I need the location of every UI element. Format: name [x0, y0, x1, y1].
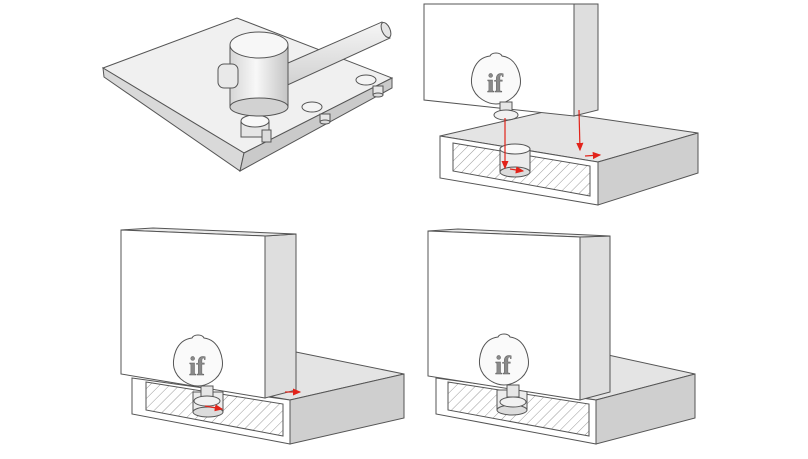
panel-lower-panel-onto-base: if [423, 3, 699, 206]
fitting-plate-2: if [471, 52, 521, 121]
guide-arrow-slide-3 [204, 404, 224, 412]
fitting-small-1 [301, 101, 331, 125]
panel-joint-assembled: if [427, 228, 696, 445]
vertical-panel-side-3 [264, 233, 297, 399]
vertical-panel-face-3 [120, 229, 266, 399]
vertical-panel-face-4 [427, 230, 581, 401]
guide-arrow-fitting-horizontal [509, 166, 525, 174]
fitting-being-hammered [240, 114, 272, 143]
guide-arrow-panel [576, 109, 584, 152]
fitting-small-2 [355, 74, 384, 98]
fitting-logo-2: if [487, 69, 503, 98]
panel-fitting-engaging-recess: if [120, 227, 405, 445]
panel-hammer-insert-fittings [101, 17, 394, 172]
hammer-head [217, 31, 289, 117]
fitting-plate-4: if [479, 333, 529, 408]
fitting-plate-3: if [173, 334, 223, 407]
board-edge-front [239, 77, 393, 172]
base-side-4 [595, 373, 696, 445]
vertical-panel-side-4 [579, 235, 611, 401]
guide-arrow-panel-horizontal [584, 151, 602, 160]
fitting-logo-4: if [495, 351, 511, 380]
base-side-3 [289, 373, 405, 445]
base-side-2 [597, 132, 699, 206]
fitting-logo-3: if [189, 352, 205, 381]
vertical-panel-side-2 [573, 3, 599, 117]
